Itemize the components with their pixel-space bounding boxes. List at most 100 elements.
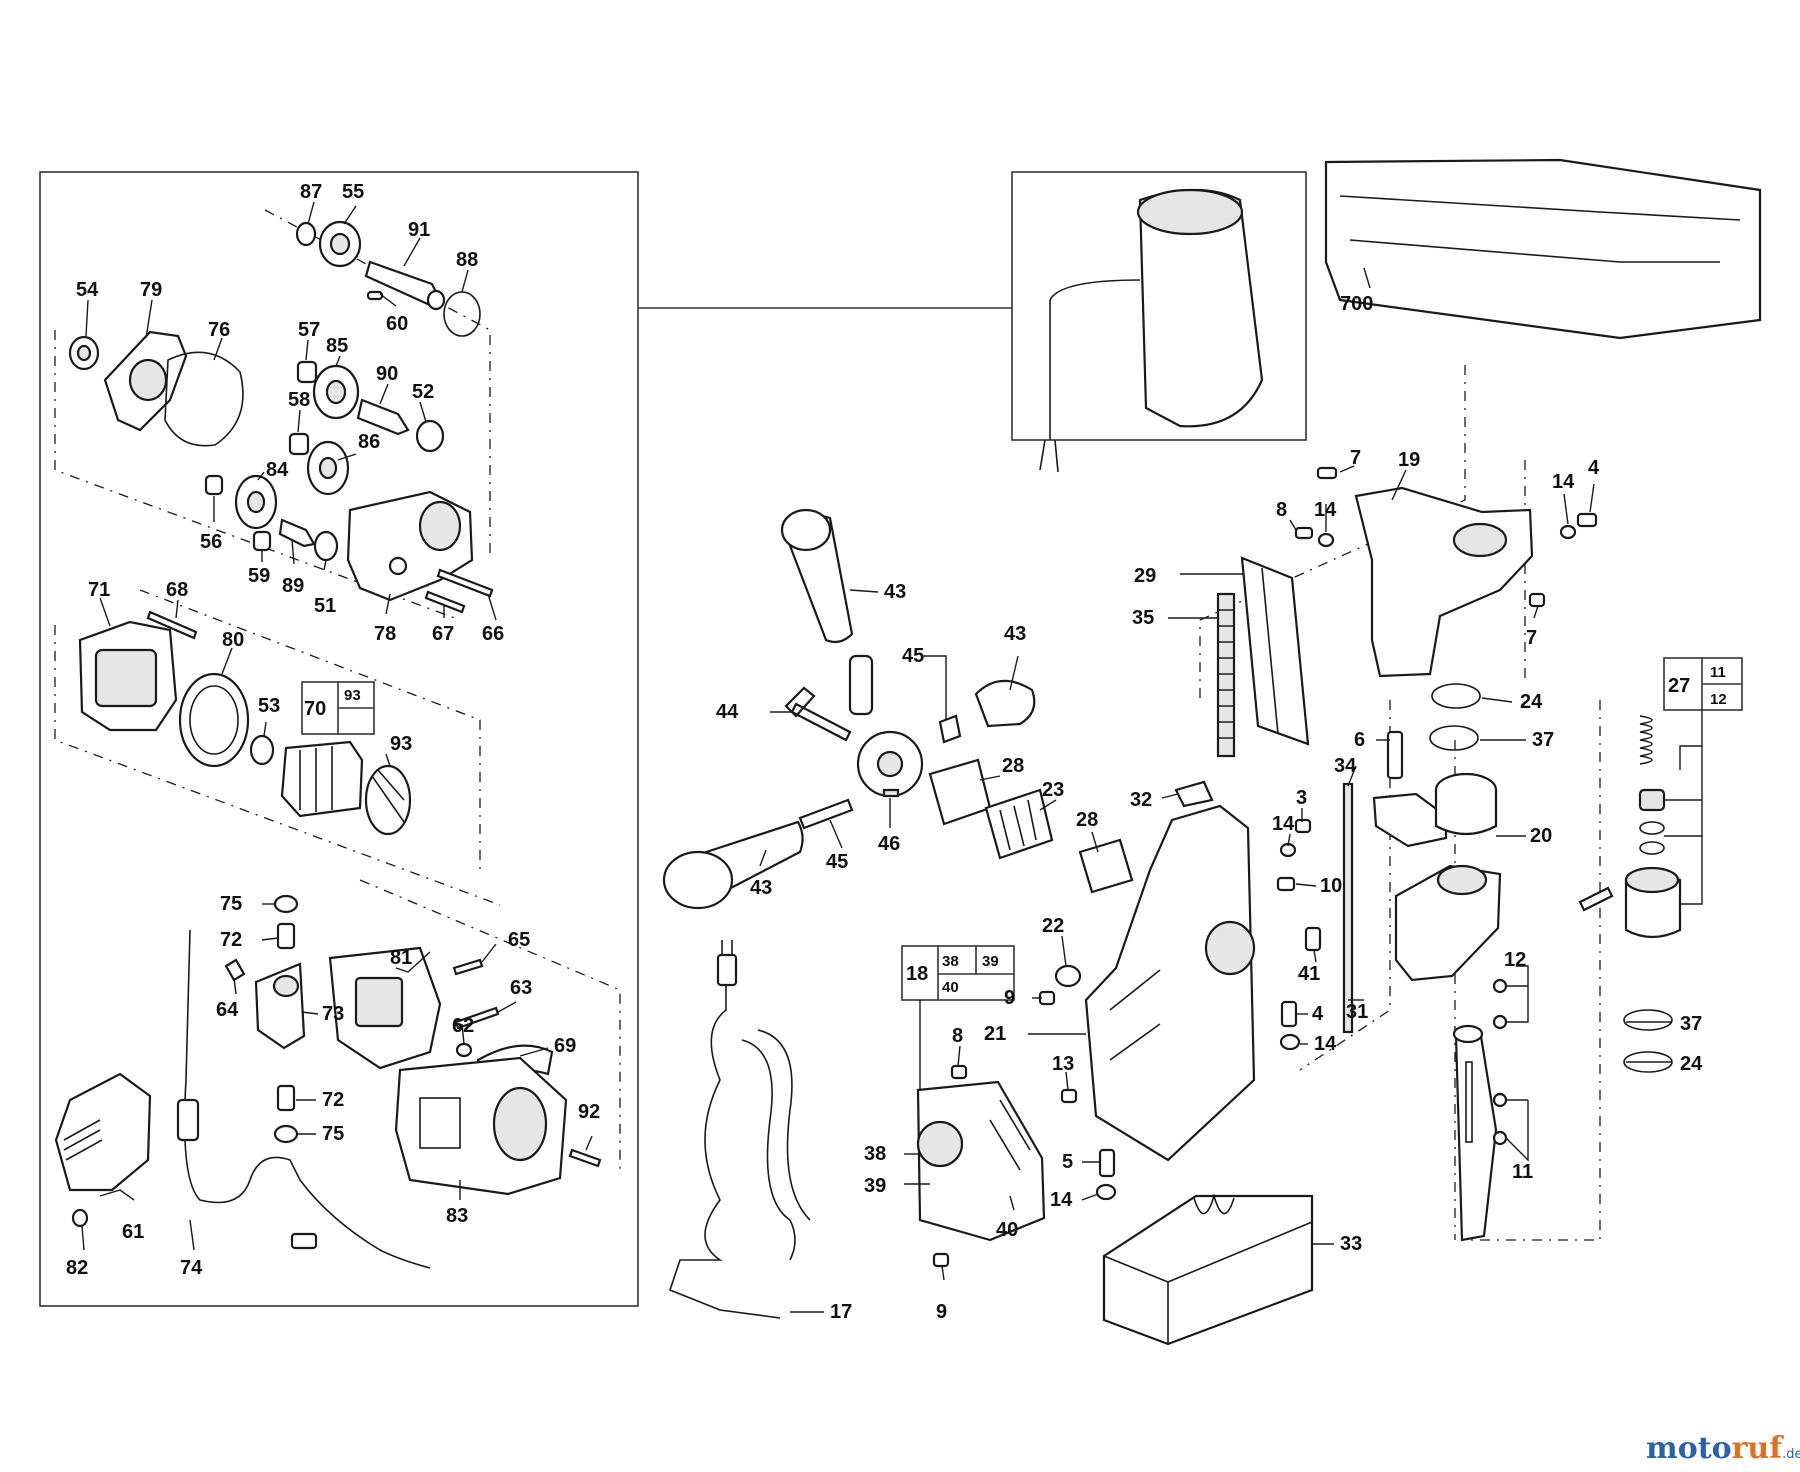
screw-5-part (1098, 1148, 1116, 1178)
pin-45c-part (798, 798, 854, 830)
washer-14d-part (1279, 1033, 1301, 1051)
callout-7a: 7 (1350, 447, 1361, 469)
callout-85: 85 (326, 335, 348, 357)
callout-91: 91 (408, 219, 430, 241)
callout-box-70-main: 70 (304, 698, 326, 720)
callout-37b: 37 (1680, 1013, 1702, 1035)
screw-64-part (224, 958, 246, 982)
callout-69: 69 (554, 1035, 576, 1057)
shaft-89-part (278, 518, 316, 548)
washer-14a-part (1559, 524, 1577, 540)
slide-19-part (1354, 486, 1534, 678)
callout-40: 40 (996, 1219, 1018, 1241)
callout-14e: 14 (1050, 1189, 1073, 1211)
collar-28b-part (1078, 838, 1134, 894)
callout-34: 34 (1334, 755, 1357, 777)
callout-43c: 43 (750, 877, 772, 899)
callout-33: 33 (1340, 1233, 1362, 1255)
callout-20: 20 (1530, 825, 1552, 847)
callout-75a: 75 (220, 893, 242, 915)
callout-93: 93 (390, 733, 412, 755)
callout-53: 53 (258, 695, 280, 717)
screw-8a-part (1294, 526, 1314, 540)
washer-14b-part (1317, 532, 1335, 548)
watermark-part1: moto (1646, 1431, 1732, 1466)
callout-17: 17 (830, 1301, 852, 1323)
callout-35: 35 (1132, 607, 1154, 629)
gear-86-part (306, 440, 350, 496)
power-cord-17-part (669, 940, 811, 1319)
screw-9a-part (1038, 990, 1056, 1006)
clamp-32-part (1174, 780, 1214, 808)
callout-3: 3 (1296, 787, 1307, 809)
callout-37a: 37 (1532, 729, 1554, 751)
callout-43b: 43 (1004, 623, 1026, 645)
callout-box-18-sub2: 39 (982, 953, 999, 970)
motor-assembly-panel-frame (39, 171, 639, 1307)
motor-unit-detail-frame (1011, 171, 1307, 441)
callout-32: 32 (1130, 789, 1152, 811)
callout-46: 46 (878, 833, 900, 855)
callout-63: 63 (510, 977, 532, 999)
callout-box-27-sub2: 12 (1710, 691, 1727, 708)
screw-10-part (1276, 876, 1296, 892)
callout-73: 73 (322, 1003, 344, 1025)
pin-44-part (784, 686, 852, 742)
callout-78: 78 (374, 623, 396, 645)
callout-84: 84 (266, 459, 289, 481)
bearing-51-part (313, 530, 339, 562)
screw-66-part (436, 568, 494, 598)
callout-87: 87 (300, 181, 322, 203)
callout-box-27-sub1: 11 (1710, 664, 1726, 681)
pin-11-part (1492, 1092, 1508, 1146)
rail-29-part (1240, 556, 1310, 746)
callout-45b: 45 (826, 851, 848, 873)
callout-box-27-main: 27 (1668, 675, 1690, 697)
bracket-20-part (1394, 772, 1502, 982)
callout-9a: 9 (1004, 987, 1015, 1009)
brush-72b-part (276, 1084, 296, 1112)
collar-28a-part (928, 758, 992, 826)
callout-90: 90 (376, 363, 398, 385)
callout-24a: 24 (1520, 691, 1543, 713)
rack-35-part (1216, 592, 1236, 758)
callout-8a: 8 (1276, 499, 1287, 521)
screw-92-part (568, 1148, 602, 1168)
fan-guide-80-part (178, 672, 250, 768)
callout-86: 86 (358, 431, 380, 453)
screw-4b-part (1280, 1000, 1298, 1028)
callout-65: 65 (508, 929, 530, 951)
handle-cover-61-part (54, 1072, 152, 1192)
callout-labels: 87 55 91 88 54 79 76 57 85 90 52 60 58 8… (66, 181, 1703, 1323)
watermark-part2: ruf (1732, 1431, 1785, 1466)
washer-14e-part (1095, 1183, 1117, 1201)
callout-28b: 28 (1076, 809, 1098, 831)
screw-82-part (71, 1208, 89, 1228)
callout-21: 21 (984, 1023, 1006, 1045)
pin-45b-part (938, 714, 962, 744)
callout-75b: 75 (322, 1123, 344, 1145)
callout-56: 56 (200, 531, 222, 553)
pin-12-part (1492, 978, 1508, 1030)
callout-72b: 72 (322, 1089, 344, 1111)
callout-700: 700 (1340, 293, 1373, 315)
key-60-part (366, 290, 384, 301)
callout-80: 80 (222, 629, 244, 651)
callout-5: 5 (1062, 1151, 1073, 1173)
screw-41-part (1304, 926, 1322, 952)
callout-box-18-main: 18 (906, 963, 928, 985)
brush-72a-part (276, 922, 296, 950)
callout-59: 59 (248, 565, 270, 587)
magnet-base-33-part (1102, 1193, 1314, 1346)
ring-37b-part (1623, 1009, 1673, 1031)
callout-74: 74 (180, 1257, 203, 1279)
shaft-23-part (984, 788, 1054, 860)
callout-72a: 72 (220, 929, 242, 951)
callout-64: 64 (216, 999, 239, 1021)
callout-45a: 45 (902, 645, 924, 667)
screw-8b-part (950, 1064, 968, 1080)
ring-24a-part (1431, 683, 1481, 709)
hub-part (856, 730, 924, 798)
callout-11: 11 (1512, 1161, 1533, 1183)
